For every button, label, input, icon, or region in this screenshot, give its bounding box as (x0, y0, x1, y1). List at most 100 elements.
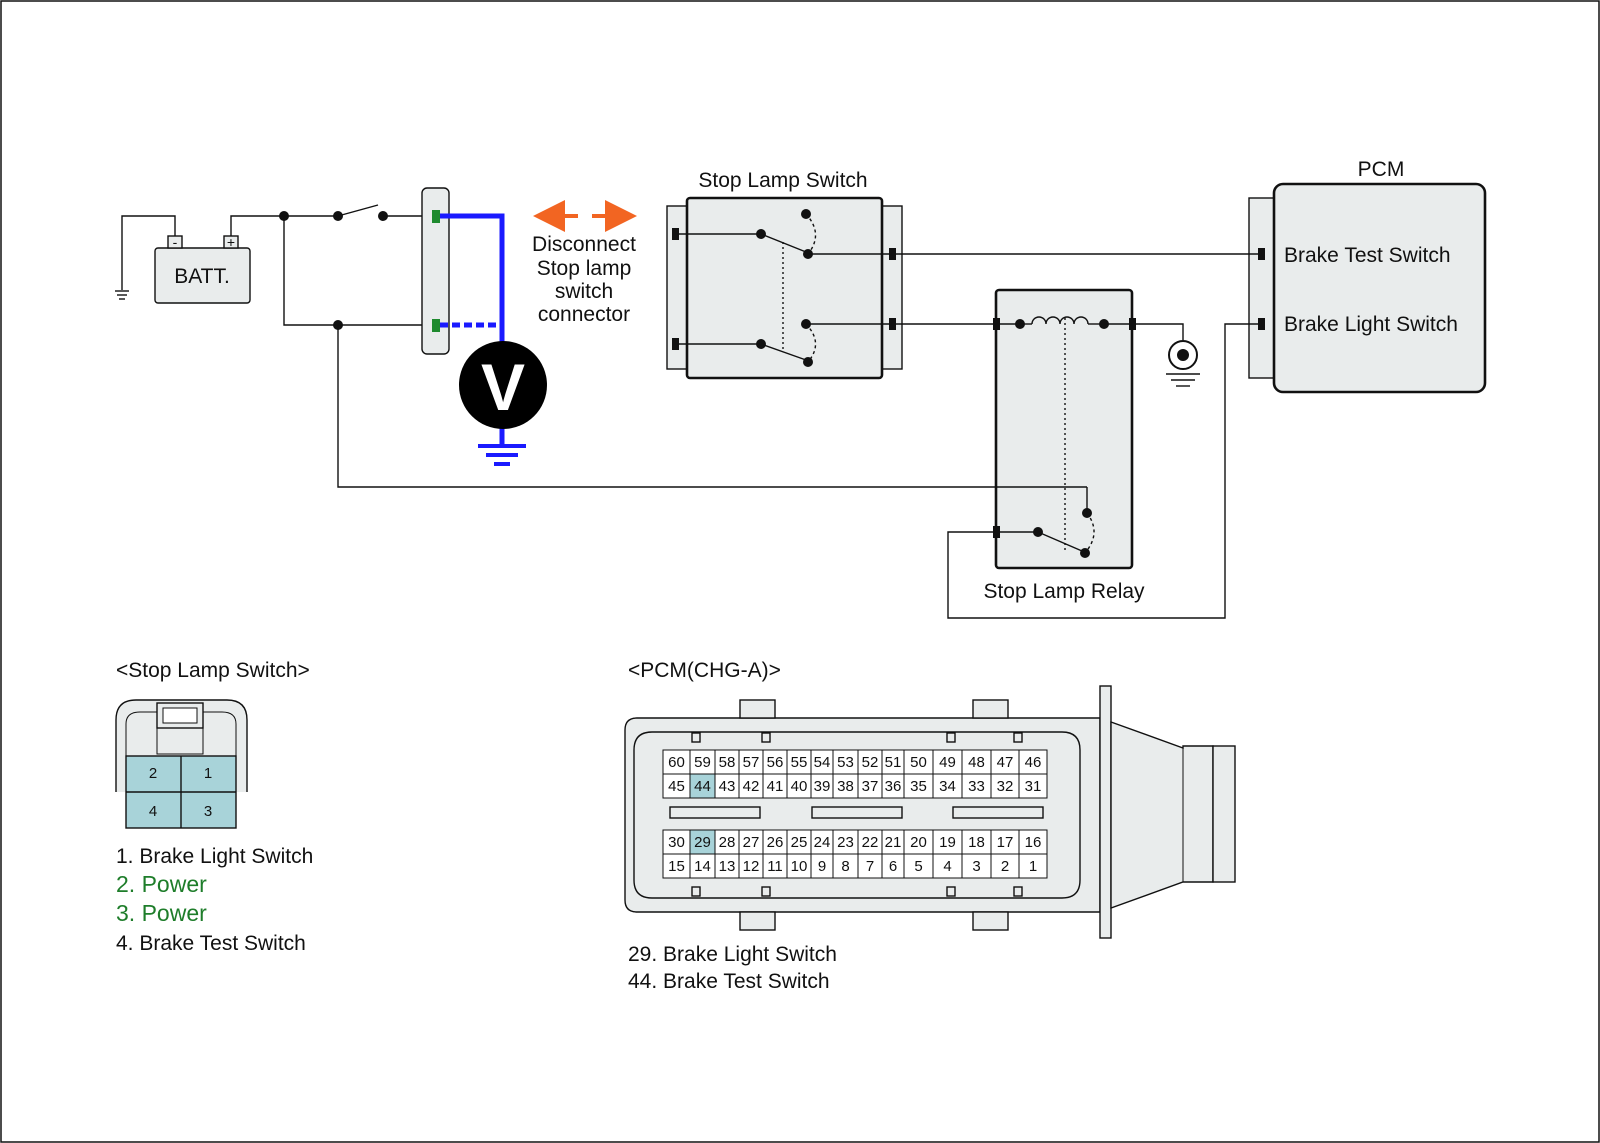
sls-pin-1: 1 (204, 765, 212, 782)
pcm-pin-label: 60 (668, 754, 685, 771)
pcm-pin-label: 20 (910, 834, 927, 851)
pcm-pin-cell (714, 829, 740, 855)
sls-pin-4: 4 (149, 803, 157, 820)
pcm-pin-label: 55 (791, 754, 808, 771)
pcm-pin-label: 32 (997, 778, 1014, 795)
pcm-pin-label: 5 (914, 858, 922, 875)
pcm-pin-label: 13 (719, 858, 736, 875)
pcm-pin-label: 22 (862, 834, 879, 851)
pcm-pin-label: 9 (818, 858, 826, 875)
pcm-pin-cell (832, 773, 859, 799)
sls-legend-item: 4. Brake Test Switch (116, 932, 306, 955)
pcm-terminal-brake-test: Brake Test Switch (1284, 244, 1451, 267)
voltmeter-label: V (481, 350, 525, 424)
sls-legend-item: 2. Power (116, 871, 207, 897)
pcm-pin-label: 44 (694, 778, 711, 795)
stop-lamp-switch: Stop Lamp Switch (666, 169, 903, 380)
pcm-pin-label: 42 (743, 778, 760, 795)
pcm-pin-cell (990, 773, 1020, 799)
pcm-pin-cell (961, 829, 992, 855)
relay-coil (1031, 316, 1089, 325)
battery-label: BATT. (174, 265, 230, 288)
pcm-pin-cell (1018, 829, 1048, 855)
pcm-pin-cell (689, 853, 716, 879)
pcm-pin-cell (738, 773, 764, 799)
pcm-pin-label: 46 (1025, 754, 1042, 771)
pcm-pin-label: 54 (814, 754, 831, 771)
pcm-pin-cell (1018, 853, 1048, 879)
pcm-pin-label: 31 (1025, 778, 1042, 795)
sls-legend: 1. Brake Light Switch 2. Power 3. Power 4. … (116, 845, 313, 955)
pcm-pin-label: 8 (841, 858, 849, 875)
pcm-pin-label: 34 (939, 778, 956, 795)
pcm-pin-label: 28 (719, 834, 736, 851)
pcm-pin-label: 24 (814, 834, 831, 851)
pcm-pin-label: 29 (694, 834, 711, 851)
terminal-power-1 (432, 210, 440, 223)
pcm-pin-cell (1018, 749, 1048, 775)
pcm-pin-cell (738, 853, 764, 879)
pcm-pin-cell (932, 749, 963, 775)
pcm-pin-label: 30 (668, 834, 685, 851)
pcm-terminal-brake-light: Brake Light Switch (1284, 313, 1458, 336)
pcm-pin-cell (903, 749, 934, 775)
battery-positive-label: + (227, 234, 235, 250)
pcm-pin-label: 58 (719, 754, 736, 771)
pcm-pin-label: 6 (889, 858, 897, 875)
pcm-pin-label: 45 (668, 778, 685, 795)
pcm-legend: 29. Brake Light Switch 44. Brake Test Swi… (628, 943, 837, 993)
pcm-pin-cell (714, 853, 740, 879)
pcm-pin-label: 16 (1025, 834, 1042, 851)
pcm-legend-item: 44. Brake Test Switch (628, 970, 830, 993)
pcm-pin-label: 56 (767, 754, 784, 771)
pcm-pin-label: 26 (767, 834, 784, 851)
pcm-pin-label: 37 (862, 778, 879, 795)
pcm-pin-label: 11 (767, 858, 783, 875)
pcm-pin-cell (857, 829, 883, 855)
pcm-pin-label: 23 (837, 834, 854, 851)
pcm-pin-cell (903, 853, 934, 879)
terminal-power-2 (432, 319, 440, 332)
pcm-pin-label: 4 (943, 858, 951, 875)
pcm-pin-label: 33 (968, 778, 985, 795)
pcm: PCM Brake Test Switch Brake Light Switch (1248, 158, 1487, 394)
voltmeter: V (459, 341, 547, 429)
chassis-ground-icon (1166, 340, 1200, 387)
ground-icon (115, 290, 129, 300)
instruction-line-2: Stop lamp (537, 257, 632, 280)
pcm-pin-label: 12 (743, 858, 760, 875)
sls-legend-item: 1. Brake Light Switch (116, 845, 313, 868)
fuse-switch (337, 204, 379, 217)
pcm-connector-title: <PCM(CHG-A)> (628, 659, 781, 682)
pcm-pin-label: 2 (1001, 858, 1009, 875)
pcm-pin-label: 17 (997, 834, 1014, 851)
pcm-pin-label: 19 (939, 834, 956, 851)
instruction-line-1: Disconnect (532, 233, 636, 256)
pcm-pin-label: 53 (837, 754, 854, 771)
pcm-pin-cell (738, 749, 764, 775)
pcm-pin-label: 40 (791, 778, 808, 795)
pcm-pin-label: 51 (885, 754, 902, 771)
pcm-pin-label: 47 (997, 754, 1014, 771)
pcm-pin-cell (662, 853, 691, 879)
pcm-pin-label: 10 (791, 858, 808, 875)
pcm-pin-label: 14 (694, 858, 711, 875)
pcm-pin-cell (689, 773, 716, 799)
pcm-legend-item: 29. Brake Light Switch (628, 943, 837, 966)
pcm-pin-label: 52 (862, 754, 879, 771)
pcm-title: PCM (1358, 158, 1405, 181)
stop-lamp-switch-title: Stop Lamp Switch (698, 169, 867, 192)
pcm-pin-cell (832, 829, 859, 855)
pcm-pin-label: 1 (1029, 858, 1037, 875)
sls-pin-2: 2 (149, 765, 157, 782)
pcm-pin-label: 48 (968, 754, 985, 771)
stop-lamp-switch-connector: <Stop Lamp Switch> 2 1 4 3 (115, 659, 310, 829)
pcm-pin-cell (990, 853, 1020, 879)
sls-legend-item: 3. Power (116, 900, 207, 926)
pcm-pin-label: 43 (719, 778, 736, 795)
sls-connector-title: <Stop Lamp Switch> (116, 659, 310, 682)
disconnect-instruction: Disconnect Stop lamp switch connector (532, 233, 636, 326)
battery: - + BATT. (154, 234, 251, 304)
